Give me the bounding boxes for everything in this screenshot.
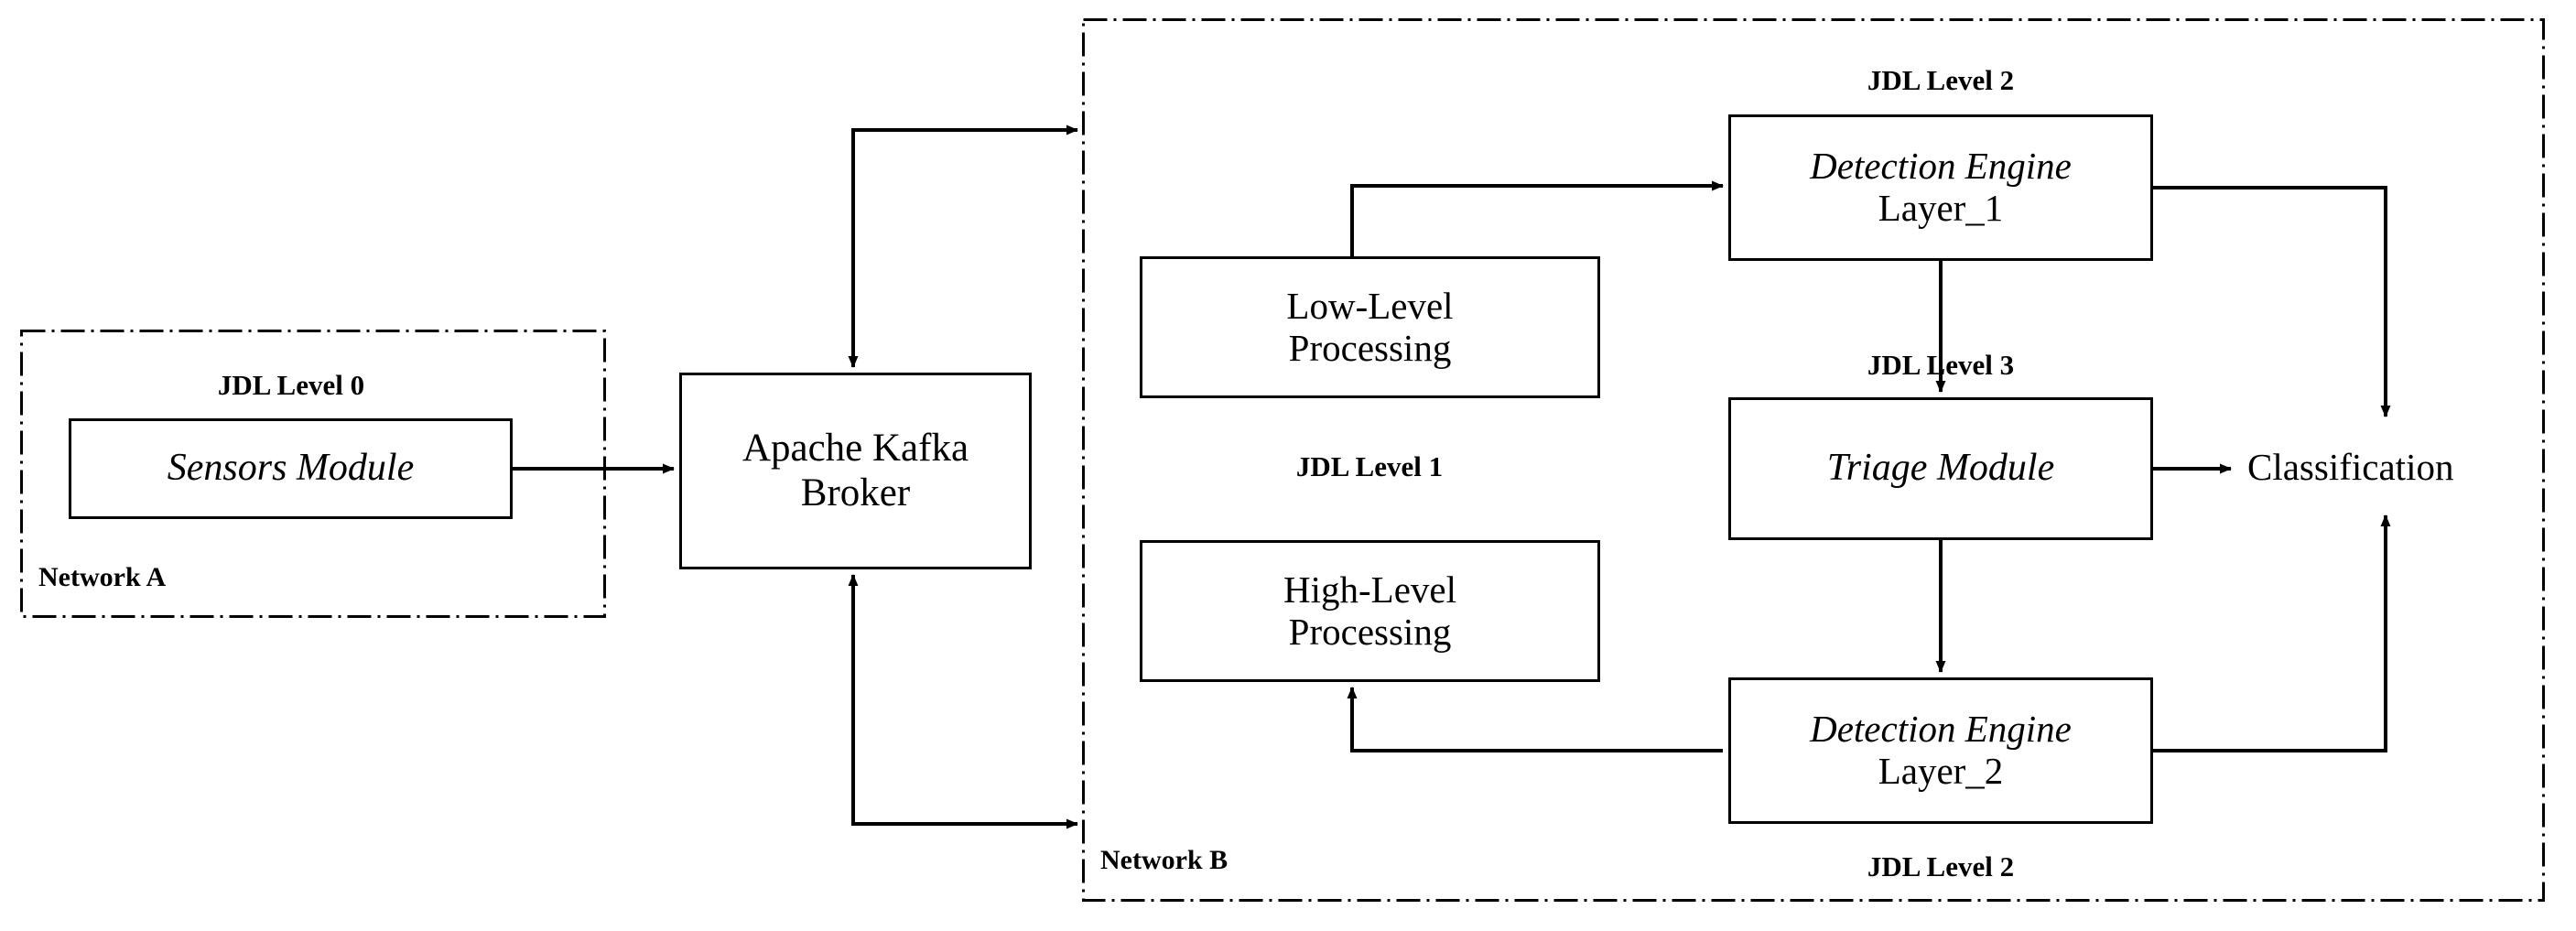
node-low-level-processing-line2: Processing (1288, 326, 1452, 369)
node-low-level-processing-line1: Low-Level (1286, 284, 1454, 327)
caption-jdl-level-1: JDL Level 1 (1295, 450, 1444, 482)
caption-jdl-level-2-bottom: JDL Level 2 (1867, 850, 2015, 882)
zone-network-a-label: Network A (38, 562, 167, 592)
node-detection-engine-layer-2[interactable]: Detection Engine Layer_2 (1728, 677, 2153, 824)
node-high-level-processing-line2: Processing (1288, 610, 1452, 653)
zone-network-a (20, 330, 606, 618)
zone-network-b (1082, 18, 2545, 902)
node-detection-engine-layer-2-line1: Detection Engine (1810, 708, 2072, 751)
node-triage-module-line1: Triage Module (1826, 447, 2055, 490)
node-sensors-module-line1: Sensors Module (167, 447, 415, 490)
node-high-level-processing-line1: High-Level (1283, 568, 1456, 611)
caption-jdl-level-2-top: JDL Level 2 (1867, 64, 2015, 96)
node-sensors-module[interactable]: Sensors Module (69, 418, 513, 519)
node-detection-engine-layer-1[interactable]: Detection Engine Layer_1 (1728, 114, 2153, 261)
node-detection-engine-layer-2-line2: Layer_2 (1878, 750, 2004, 792)
node-kafka-broker-line2: Broker (800, 471, 911, 514)
node-triage-module[interactable]: Triage Module (1728, 397, 2153, 540)
zone-network-a-border (20, 330, 606, 618)
wire-kafka-bottom-to-networkb (851, 575, 1078, 829)
node-high-level-processing[interactable]: High-Level Processing (1140, 540, 1600, 682)
node-detection-engine-layer-1-line2: Layer_1 (1878, 187, 2004, 229)
node-low-level-processing[interactable]: Low-Level Processing (1140, 256, 1600, 398)
caption-jdl-level-3: JDL Level 3 (1867, 349, 2015, 381)
caption-jdl-level-0: JDL Level 0 (217, 369, 365, 401)
node-kafka-broker[interactable]: Apache Kafka Broker (679, 373, 1032, 569)
zone-network-b-border (1082, 18, 2545, 902)
zone-network-b-label: Network B (1100, 845, 1228, 875)
wire-kafka-to-networkb-top (851, 124, 1078, 367)
node-kafka-broker-line1: Apache Kafka (741, 427, 969, 471)
node-detection-engine-layer-1-line1: Detection Engine (1810, 145, 2072, 188)
classification-label: Classification (2247, 446, 2454, 488)
